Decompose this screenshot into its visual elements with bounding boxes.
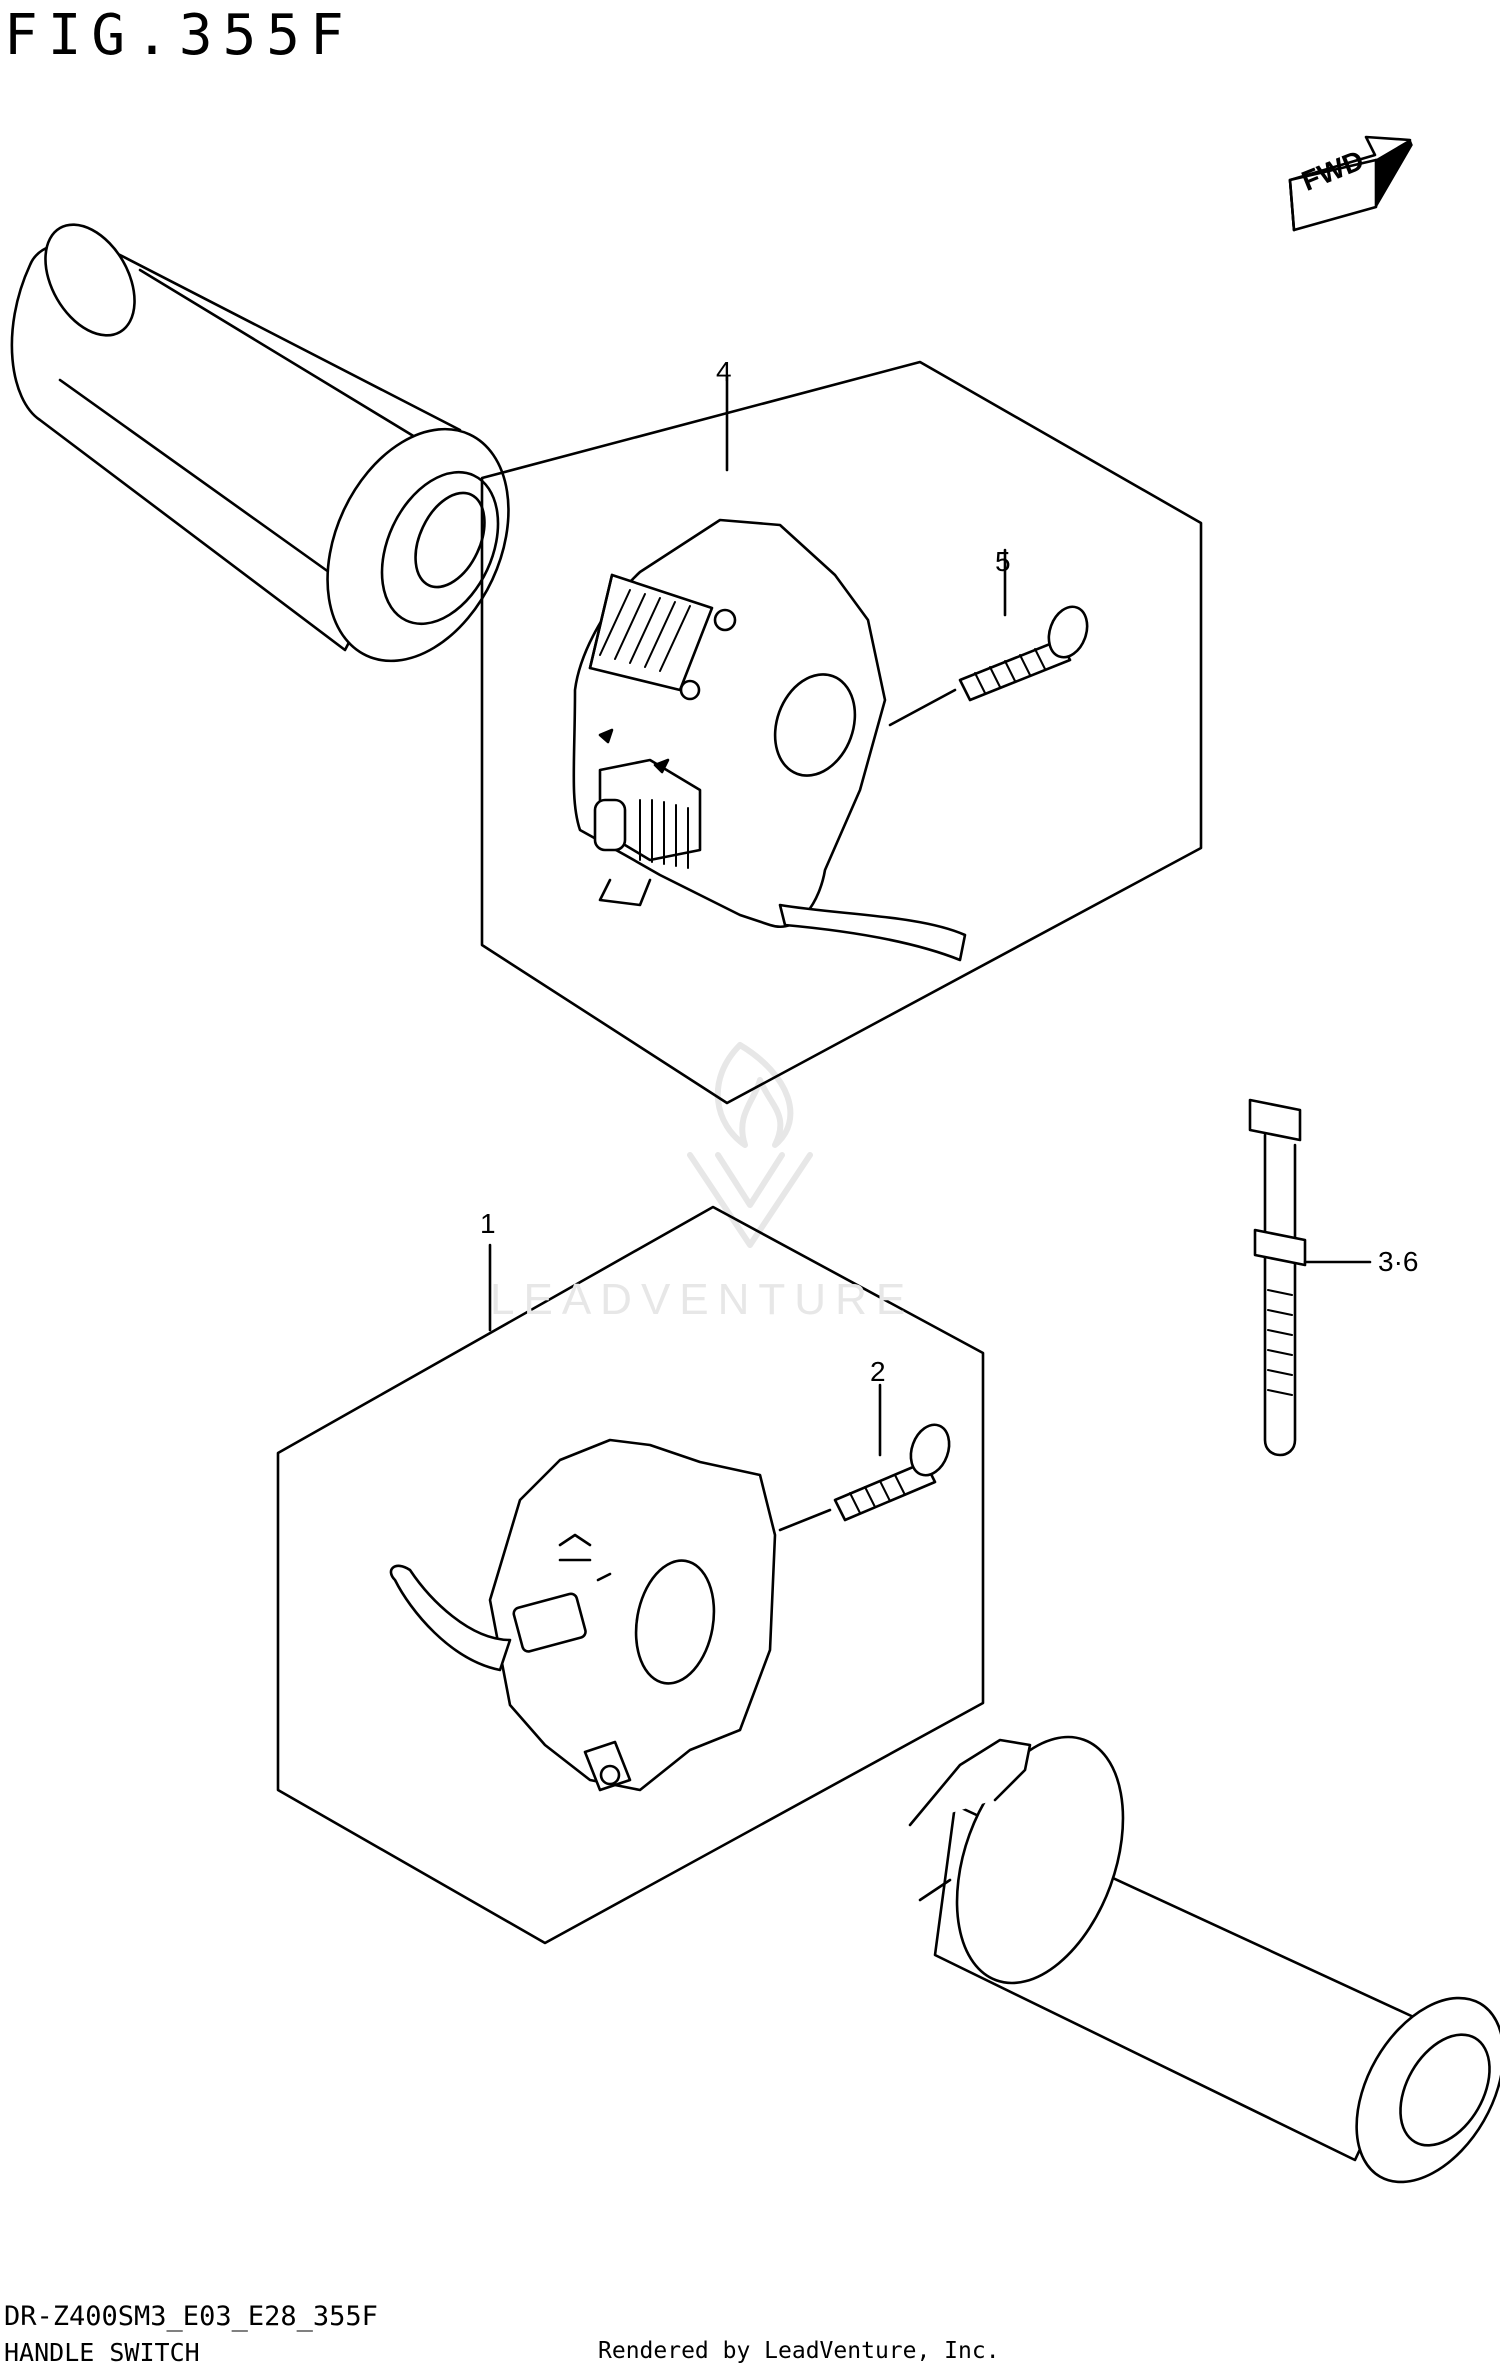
diagram-name: HANDLE SWITCH: [4, 2338, 200, 2367]
callout-1-outline: [276, 1205, 985, 1945]
callout-5: 5: [995, 546, 1011, 577]
left-grip: [10, 223, 510, 663]
switch-ribs: [599, 589, 691, 672]
watermark-text: LEADVENTURE: [490, 1275, 915, 1324]
callout-2: 2: [870, 1356, 886, 1387]
left-handle-switch: [572, 518, 967, 962]
right-grip: [908, 1735, 1500, 2184]
callout-4-outline: [480, 360, 1203, 1105]
callout-1: 1: [480, 1208, 496, 1239]
callout-4: 4: [716, 356, 732, 387]
fwd-arrow-icon: [1288, 135, 1413, 232]
rendered-by-credit: Rendered by LeadVenture, Inc.: [598, 2338, 1000, 2364]
diagram-code: DR-Z400SM3_E03_E28_355F: [4, 2301, 378, 2332]
right-handle-switch: [389, 1438, 777, 1792]
figure-title: FIG.355F: [4, 3, 354, 68]
cable-tie: [1248, 1098, 1372, 1457]
watermark-logo: [687, 1042, 813, 1248]
screw-2: [778, 1383, 951, 1532]
callout-3-6: 3·6: [1378, 1246, 1419, 1277]
screw-5: [888, 548, 1089, 727]
